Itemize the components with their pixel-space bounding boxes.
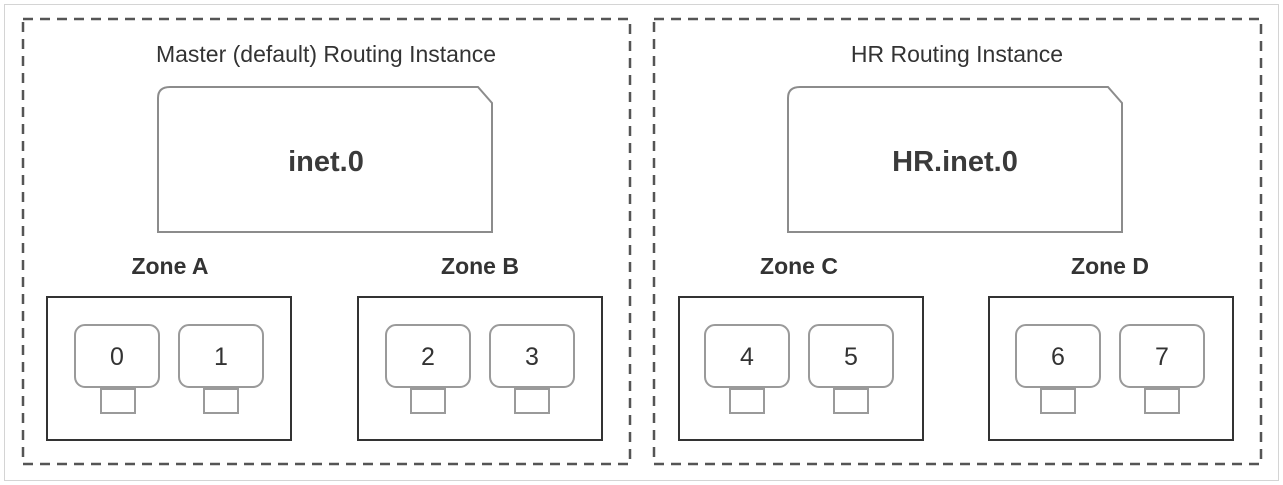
port-body	[808, 324, 894, 388]
zone-box	[988, 296, 1234, 441]
routing-table-shape	[157, 86, 493, 233]
port-connector	[729, 388, 765, 414]
port-connector	[514, 388, 550, 414]
port-number: 2	[421, 343, 435, 371]
zone-label: Zone B	[441, 253, 519, 279]
port-body	[178, 324, 264, 388]
routing-table: HR.inet.0	[787, 86, 1123, 233]
port-1: 1	[178, 324, 264, 414]
port-connector	[1144, 388, 1180, 414]
port-0: 0	[74, 324, 160, 414]
port-5: 5	[808, 324, 894, 414]
port-6: 6	[1015, 324, 1101, 414]
port-4: 4	[704, 324, 790, 414]
port-body	[385, 324, 471, 388]
port-number: 7	[1155, 343, 1169, 371]
zone-box	[357, 296, 603, 441]
routing-table: inet.0	[157, 86, 493, 233]
zone-box	[678, 296, 924, 441]
port-body	[1119, 324, 1205, 388]
routing-instance-title: Master (default) Routing Instance	[156, 41, 496, 67]
diagram-frame	[4, 4, 1279, 481]
routing-instance-hr: HR Routing Instance HR.inet.0 Zone C 4 5…	[652, 17, 1263, 466]
port-connector	[1040, 388, 1076, 414]
zone-a: Zone A 0 1	[46, 253, 292, 441]
port-number: 0	[110, 343, 124, 371]
port-body	[1015, 324, 1101, 388]
zone-label: Zone D	[1071, 253, 1149, 279]
zone-d: Zone D 6 7	[988, 253, 1234, 441]
routing-instance-title: HR Routing Instance	[851, 41, 1063, 67]
port-7: 7	[1119, 324, 1205, 414]
port-2: 2	[385, 324, 471, 414]
port-connector	[833, 388, 869, 414]
port-body	[74, 324, 160, 388]
zone-label: Zone C	[760, 253, 838, 279]
port-connector	[203, 388, 239, 414]
port-number: 5	[844, 343, 858, 371]
routing-table-name: HR.inet.0	[892, 146, 1018, 178]
zone-b: Zone B 2 3	[357, 253, 603, 441]
zone-label: Zone A	[131, 253, 208, 279]
routing-table-name: inet.0	[288, 146, 364, 178]
routing-table-shape	[787, 86, 1123, 233]
port-number: 3	[525, 343, 539, 371]
zone-c: Zone C 4 5	[678, 253, 924, 441]
port-body	[704, 324, 790, 388]
port-number: 4	[740, 343, 754, 371]
port-connector	[100, 388, 136, 414]
port-3: 3	[489, 324, 575, 414]
port-number: 6	[1051, 343, 1065, 371]
port-number: 1	[214, 343, 228, 371]
port-connector	[410, 388, 446, 414]
zone-box	[46, 296, 292, 441]
port-body	[489, 324, 575, 388]
routing-instance-master: Master (default) Routing Instance inet.0…	[21, 17, 632, 466]
